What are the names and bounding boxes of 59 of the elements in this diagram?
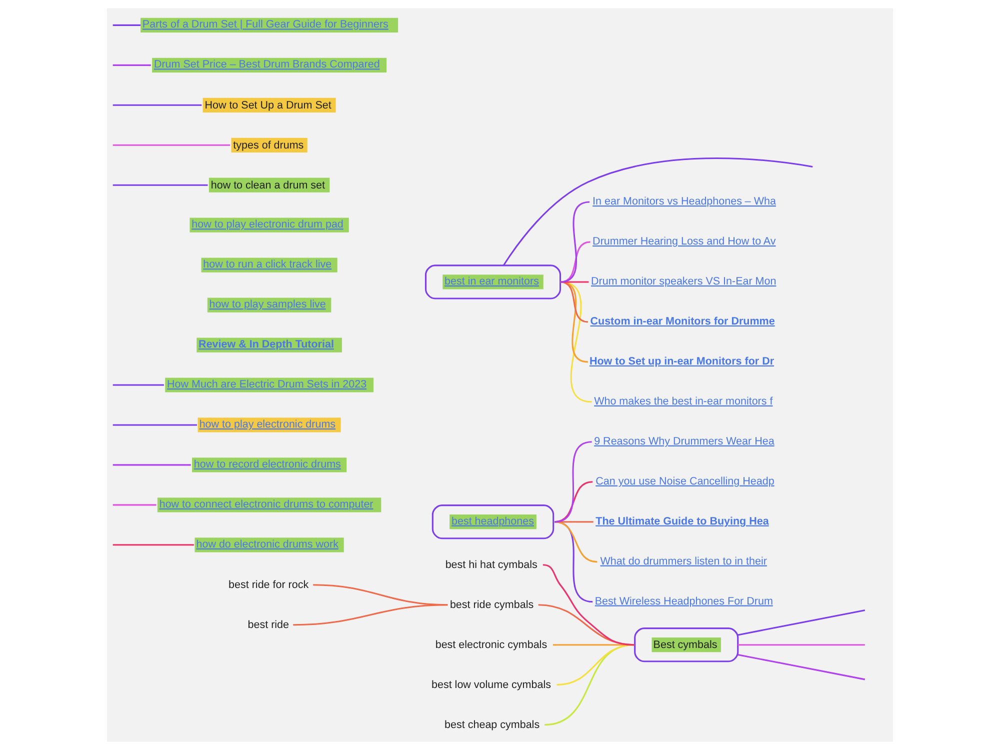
connector [112, 184, 208, 186]
node-text: Drum monitor speakers VS In-Ear Mon [591, 275, 776, 288]
connector [112, 64, 151, 66]
connector [542, 564, 634, 646]
connector [554, 521, 598, 563]
node-box: how to play electronic drums [198, 418, 341, 432]
node-box: how do electronic drums work [194, 538, 344, 552]
node-box: how to run a click track live [201, 258, 338, 272]
node-box: how to clean a drum set [208, 178, 330, 192]
node-text: Custom in-ear Monitors for Drumme [590, 315, 775, 328]
connector [112, 464, 191, 466]
node-text: The Ultimate Guide to Buying Hea [596, 515, 769, 528]
node-text: What do drummers listen to in their [600, 555, 767, 568]
node-text: 9 Reasons Why Drummers Wear Hea [594, 435, 774, 448]
connector [112, 504, 156, 506]
node-text: best hi hat cymbals [445, 559, 538, 572]
connector [112, 424, 198, 426]
node-box: Review & In Depth Tutorial [196, 338, 342, 352]
node-box: best in ear monitors [424, 264, 562, 300]
connector [560, 281, 588, 323]
node-text: Who makes the best in-ear monitors f [594, 395, 773, 408]
connector [554, 441, 592, 523]
connector [556, 644, 634, 686]
connector [112, 104, 202, 106]
node-box: how to play electronic drum pad [190, 218, 349, 232]
node-text: How to Set up in-ear Monitors for Dr [589, 355, 774, 368]
node-box: How to Set Up a Drum Set [202, 98, 336, 112]
connector [112, 144, 230, 146]
node-box: how to record electronic drums [192, 458, 347, 472]
node-box: Parts of a Drum Set | Full Gear Guide for Beginners [140, 18, 398, 32]
connector [112, 24, 141, 26]
node-text: best ride cymbals [450, 599, 534, 612]
connector [738, 644, 865, 646]
connector [560, 201, 590, 283]
node-box: how to connect electronic drums to computer [157, 498, 382, 512]
node-box: Best cymbals [634, 628, 739, 662]
connector [560, 281, 588, 363]
connector [112, 384, 164, 386]
node-text: best cheap cymbals [444, 719, 540, 732]
node-text: Best Wireless Headphones For Drum [594, 595, 773, 608]
connector [738, 609, 866, 636]
connector [112, 544, 194, 546]
node-box: How Much are Electric Drum Sets in 2023 [165, 378, 374, 392]
connector [560, 281, 592, 403]
node-text: Drummer Hearing Loss and How to Av [592, 235, 776, 248]
node-text: In ear Monitors vs Headphones – Wha [592, 195, 776, 208]
connector [738, 654, 866, 680]
node-text: Can you use Noise Cancelling Headp [596, 475, 774, 488]
node-box: best headphones [432, 504, 554, 540]
node-box: Drum Set Price – Best Drum Brands Compared [152, 58, 387, 72]
connector [313, 584, 448, 606]
node-text: best ride for rock [228, 579, 309, 592]
node-text: best electronic cymbals [435, 639, 548, 652]
node-text: best ride [248, 619, 289, 632]
node-text: best low volume cymbals [432, 679, 551, 692]
node-box: how to play samples live [207, 298, 332, 312]
node-box: types of drums [231, 138, 308, 152]
connector [544, 644, 634, 726]
connector [502, 158, 813, 266]
